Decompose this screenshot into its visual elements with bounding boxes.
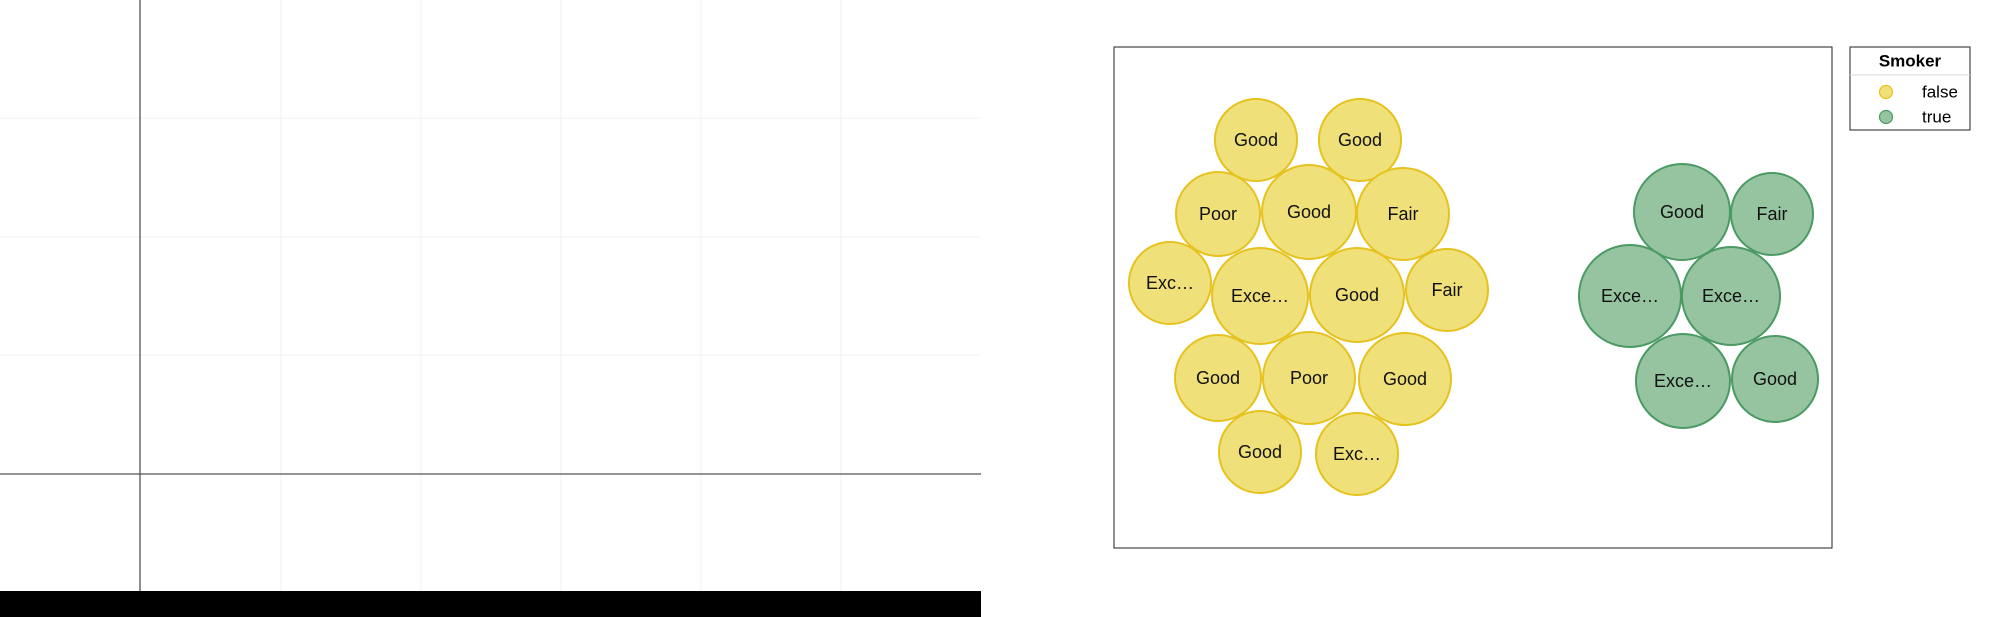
legend-entry: true	[1878, 108, 1951, 127]
bubble-label: Good	[1287, 202, 1331, 222]
bubble	[1218, 410, 1302, 494]
bubble-label: Good	[1234, 130, 1278, 150]
bubble-label: Fair	[1388, 204, 1419, 224]
bubble-label: Exce…	[1702, 286, 1760, 306]
legend-title: Smoker	[1879, 52, 1942, 71]
bubble	[1309, 247, 1405, 343]
bubble-label: Exce…	[1601, 286, 1659, 306]
legend-label-true: true	[1922, 108, 1951, 127]
bubble	[1262, 331, 1356, 425]
bubble-label: Exce…	[1231, 286, 1289, 306]
legend-box	[1849, 46, 1971, 131]
bubble	[1261, 164, 1357, 260]
bubble	[1356, 167, 1450, 261]
legend-label-false: false	[1922, 83, 1958, 102]
bubble	[1633, 163, 1731, 261]
bubble-label: Good	[1660, 202, 1704, 222]
bubble	[1211, 247, 1309, 345]
bubble-label: Exc…	[1333, 444, 1381, 464]
bubble-label: Exc…	[1146, 273, 1194, 293]
bubble	[1681, 246, 1781, 346]
bubble	[1174, 334, 1262, 422]
legend-swatch-false	[1878, 84, 1894, 100]
bubble-label: Good	[1196, 368, 1240, 388]
bubble-label: Good	[1238, 442, 1282, 462]
bubble-label: Fair	[1757, 204, 1788, 224]
bubble	[1318, 98, 1402, 182]
legend: Smoker false true	[1849, 46, 1971, 131]
bubble	[1730, 172, 1814, 256]
black-footer-bar	[0, 591, 981, 617]
bubble	[1635, 333, 1731, 429]
bubble-label: Fair	[1432, 280, 1463, 300]
bubble-label: Poor	[1199, 204, 1237, 224]
bubble-label: Good	[1338, 130, 1382, 150]
legend-entry: false	[1878, 83, 1958, 102]
legend-swatch-true	[1878, 109, 1894, 125]
bubble	[1405, 248, 1489, 332]
blank-chart-panel	[0, 0, 981, 617]
blank-grid	[0, 0, 981, 617]
bubble-label: Good	[1753, 369, 1797, 389]
bubble	[1315, 412, 1399, 496]
bubble	[1731, 335, 1819, 423]
bubble-label: Poor	[1290, 368, 1328, 388]
bubble-label: Good	[1335, 285, 1379, 305]
bubble	[1175, 171, 1261, 257]
grid-lines	[0, 0, 981, 591]
grid-background	[0, 0, 981, 617]
bubble	[1214, 98, 1298, 182]
bubble	[1358, 332, 1452, 426]
bubble-label: Exce…	[1654, 371, 1712, 391]
bubble-label: Good	[1383, 369, 1427, 389]
bubble	[1128, 241, 1212, 325]
